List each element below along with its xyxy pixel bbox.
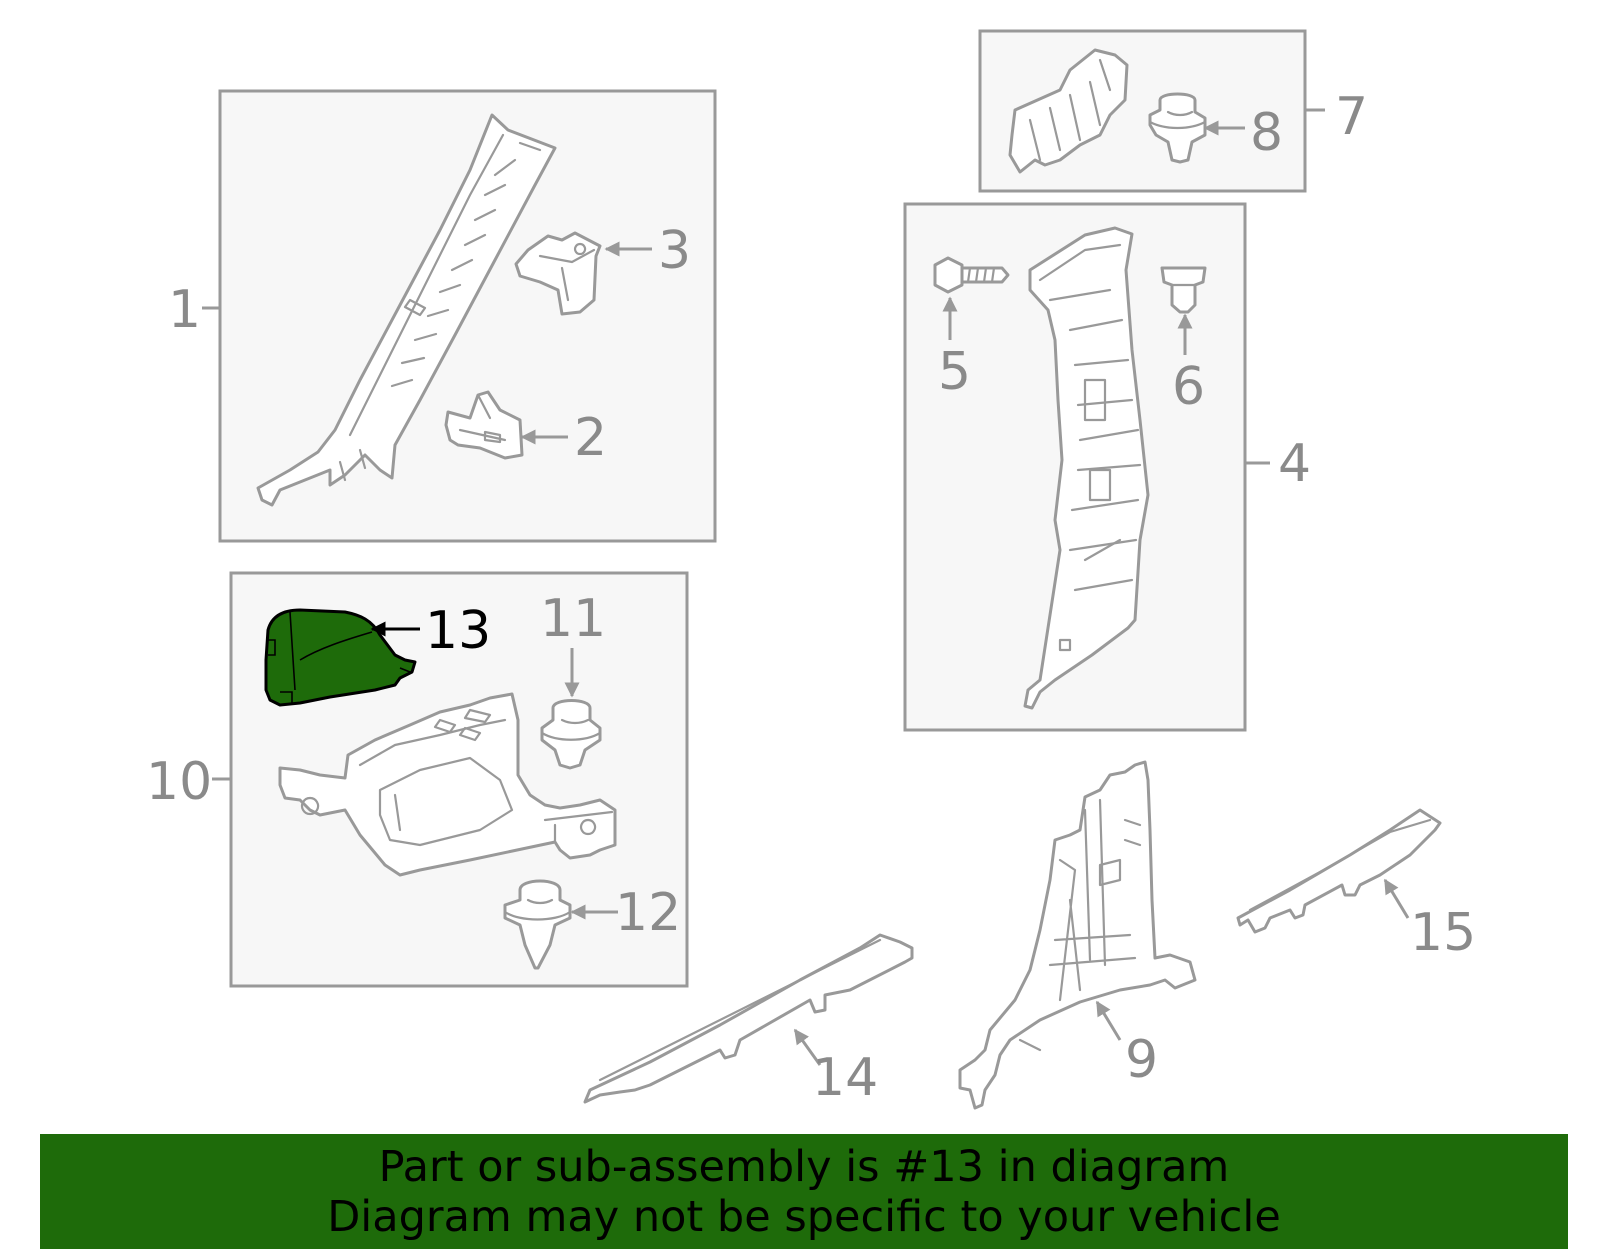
part-11-push-clip[interactable] bbox=[540, 699, 602, 770]
callout-10: 10 bbox=[146, 752, 212, 812]
part-6-clip[interactable] bbox=[1160, 266, 1207, 314]
part-9-lower-pillar-trim[interactable] bbox=[958, 760, 1197, 1110]
callout-1: 1 bbox=[168, 280, 201, 340]
part-14-sill-trim[interactable] bbox=[583, 933, 914, 1104]
info-banner: Part or sub-assembly is #13 in diagram D… bbox=[40, 1134, 1568, 1249]
part-8-push-clip[interactable] bbox=[1148, 92, 1207, 164]
part-10-bracket[interactable] bbox=[278, 692, 617, 877]
part-1-a-pillar-trim[interactable] bbox=[256, 113, 557, 507]
part-12-push-clip[interactable] bbox=[503, 879, 572, 970]
banner-line-2: Diagram may not be specific to your vehi… bbox=[327, 1191, 1281, 1242]
callout-4: 4 bbox=[1278, 434, 1311, 494]
callout-15: 15 bbox=[1410, 903, 1476, 963]
callout-14: 14 bbox=[812, 1048, 878, 1108]
part-7-bracket[interactable] bbox=[1008, 48, 1129, 174]
banner-line-1: Part or sub-assembly is #13 in diagram bbox=[378, 1141, 1230, 1192]
callout-11: 11 bbox=[540, 589, 606, 649]
callout-5: 5 bbox=[938, 342, 971, 402]
callout-3: 3 bbox=[658, 221, 691, 281]
part-2-clip[interactable] bbox=[444, 390, 524, 460]
callout-6: 6 bbox=[1172, 357, 1205, 417]
callout-2: 2 bbox=[574, 408, 607, 468]
callout-12: 12 bbox=[615, 883, 681, 943]
callout-9: 9 bbox=[1125, 1030, 1158, 1090]
callout-13: 13 bbox=[425, 601, 491, 661]
callout-7: 7 bbox=[1335, 87, 1368, 147]
part-4-b-pillar-trim[interactable] bbox=[1023, 226, 1150, 710]
part-15-sill-trim[interactable] bbox=[1236, 808, 1442, 934]
part-5-bolt[interactable] bbox=[933, 256, 1010, 294]
callout-8: 8 bbox=[1250, 103, 1283, 163]
part-3-bracket[interactable] bbox=[514, 231, 602, 316]
